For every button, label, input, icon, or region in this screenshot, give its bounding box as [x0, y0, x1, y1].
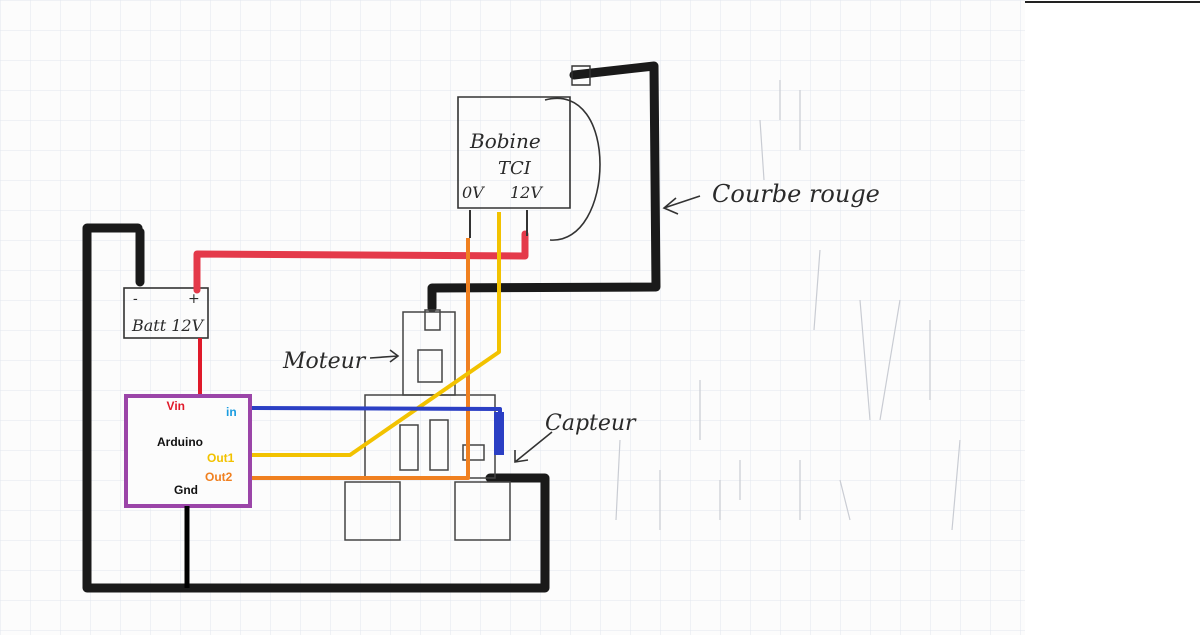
page-margin	[1025, 0, 1200, 635]
coil-model: TCI	[498, 158, 532, 179]
arduino-out2: Out2	[205, 470, 233, 484]
motor-arrow	[369, 349, 400, 363]
sensor-arrow	[514, 431, 553, 463]
out2-wire	[238, 238, 470, 480]
plus12-wire	[193, 230, 529, 294]
out1-wire	[242, 212, 501, 457]
coil-pin-12v: 12V	[510, 183, 543, 202]
arduino-gnd: Gnd	[174, 483, 198, 497]
wire-label: Courbe rouge	[712, 180, 880, 208]
sensor-label: Capteur	[545, 411, 637, 436]
arduino-out1: Out1	[207, 451, 235, 465]
coil-pin-0v: 0V	[462, 183, 485, 202]
battery: - + Batt 12V	[123, 287, 209, 339]
graph-paper	[0, 0, 1025, 635]
ground-wire-loop	[82, 223, 550, 593]
arduino-vin: Vin	[167, 399, 185, 413]
motor-label: Moteur	[282, 349, 367, 374]
sensor-body	[494, 412, 504, 455]
coil-name: Bobine	[469, 129, 541, 153]
arduino-in: in	[226, 405, 237, 419]
wire-label-arrow	[662, 195, 701, 215]
coil-ground-wire	[427, 61, 661, 313]
arduino-title: Arduino	[157, 435, 203, 449]
faint-scribbles	[615, 80, 961, 531]
battery-minus: -	[133, 291, 138, 307]
arduino-board: Vin in Arduino Out1 Out2 Gnd	[124, 394, 252, 508]
engine-block	[344, 309, 511, 541]
battery-label: Batt 12V	[131, 316, 205, 335]
battery-plus: +	[188, 291, 200, 307]
ignition-coil: Bobine TCI 0V 12V	[457, 65, 601, 241]
